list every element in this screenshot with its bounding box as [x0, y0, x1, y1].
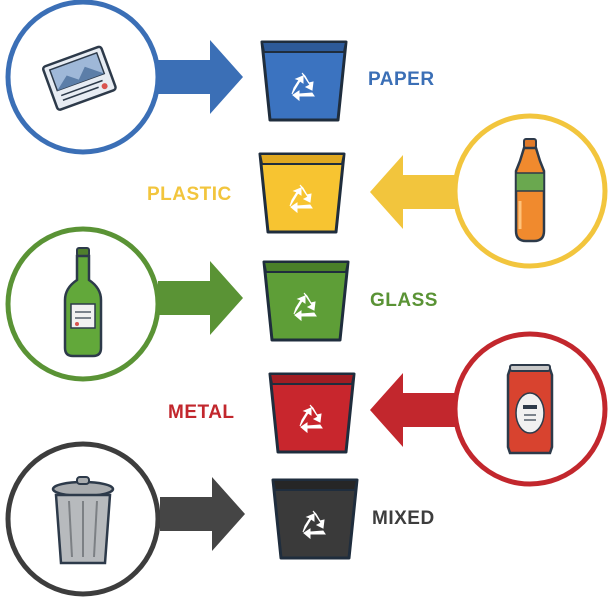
glass-bottle-icon: [63, 247, 103, 358]
mixed-row: MIXED: [5, 441, 435, 597]
trash-can-icon: [51, 476, 115, 565]
metal-row: METAL: [168, 331, 608, 487]
metal-label: METAL: [168, 402, 235, 423]
mixed-label: MIXED: [372, 508, 435, 529]
paper-label: PAPER: [368, 69, 435, 90]
plastic-bottle-icon: [514, 138, 546, 243]
soda-can-icon: [506, 364, 554, 455]
paper-bin: [260, 40, 348, 122]
paper-row: PAPER: [5, 0, 435, 155]
plastic-label: PLASTIC: [147, 184, 232, 205]
glass-bin: [262, 260, 350, 342]
mixed-arrow: [160, 477, 245, 551]
plastic-row: PLASTIC: [147, 113, 608, 269]
metal-arrow: [370, 373, 455, 447]
glass-arrow: [158, 261, 243, 335]
paper-arrow: [158, 40, 243, 114]
plastic-bin: [258, 152, 346, 234]
glass-label: GLASS: [370, 290, 438, 311]
glass-row: GLASS: [5, 226, 438, 382]
mixed-bin: [271, 478, 359, 560]
newspaper-icon: [42, 45, 117, 111]
metal-bin: [268, 372, 356, 454]
plastic-arrow: [370, 155, 455, 229]
